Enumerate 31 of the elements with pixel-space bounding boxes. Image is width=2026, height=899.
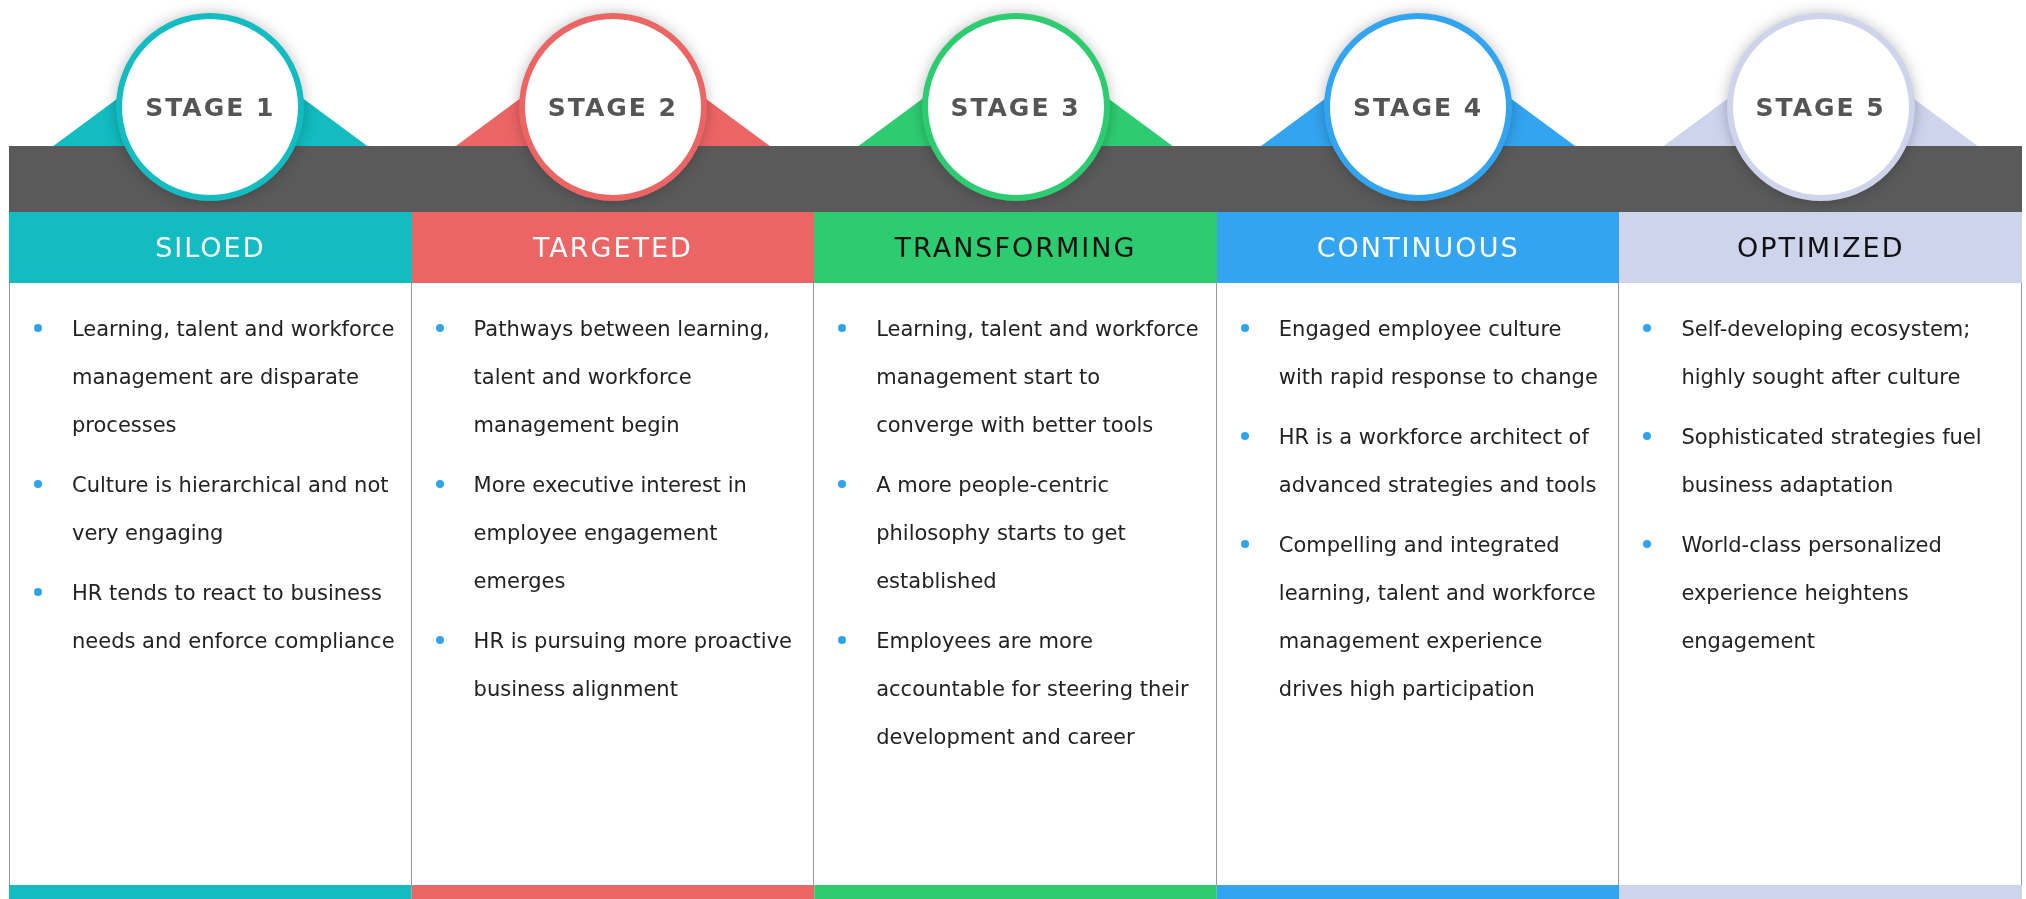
stage-title: SILOED: [155, 232, 266, 263]
stage-label: STAGE 4: [1353, 92, 1484, 122]
stage-header-band: [1619, 212, 2022, 283]
bullet-text: HR is a workforce architect of advanced strategies and tools: [1278, 424, 1598, 499]
bullet-text: HR tends to react to business needs and enforce compliance: [72, 580, 396, 655]
stage-header-band: [1216, 212, 1620, 283]
stage-label: STAGE 5: [1755, 92, 1886, 122]
stage-label: STAGE 2: [547, 92, 678, 122]
stage-header-band: [9, 212, 412, 283]
bullet-text: World-class personalized experience heightens engagement: [1681, 532, 1943, 655]
bullet-text: Learning, talent and workforce management start to converge with better tools: [876, 316, 1200, 439]
stage-header-band: [411, 212, 815, 283]
stage-title: TARGETED: [532, 232, 693, 263]
stage-label: STAGE 3: [950, 92, 1081, 122]
stage-header-band: [814, 212, 1217, 283]
stage-label: STAGE 1: [145, 92, 276, 122]
stage-title: TRANSFORMING: [894, 232, 1137, 263]
stage-title: CONTINUOUS: [1316, 232, 1520, 263]
bullet-text: Employees are more accountable for steering their development and career: [876, 628, 1190, 751]
bullet-text: HR is pursuing more proactive business alignment: [473, 628, 794, 703]
bullet-text: Engaged employee culture with rapid response to change: [1278, 316, 1599, 391]
bullet-text: More executive interest in employee engagement emerges: [473, 472, 748, 595]
bullet-text: Self-developing ecosystem; highly sought after culture: [1681, 316, 1972, 391]
bullet-text: Culture is hierarchical and not very engaging: [72, 472, 390, 547]
bullet-text: A more people-centric philosophy starts to get established: [876, 472, 1127, 595]
bullet-text: Sophisticated strategies fuel business adaptation: [1681, 424, 1983, 499]
stage-title: OPTIMIZED: [1736, 232, 1905, 263]
bullet-text: Compelling and integrated learning, talent and workforce management experience drives high participation: [1278, 532, 1597, 703]
content-panel: [9, 283, 412, 885]
bullet-text: Learning, talent and workforce management are disparate processes: [72, 316, 396, 439]
bullet-text: Pathways between learning, talent and workforce management begin: [473, 316, 771, 439]
